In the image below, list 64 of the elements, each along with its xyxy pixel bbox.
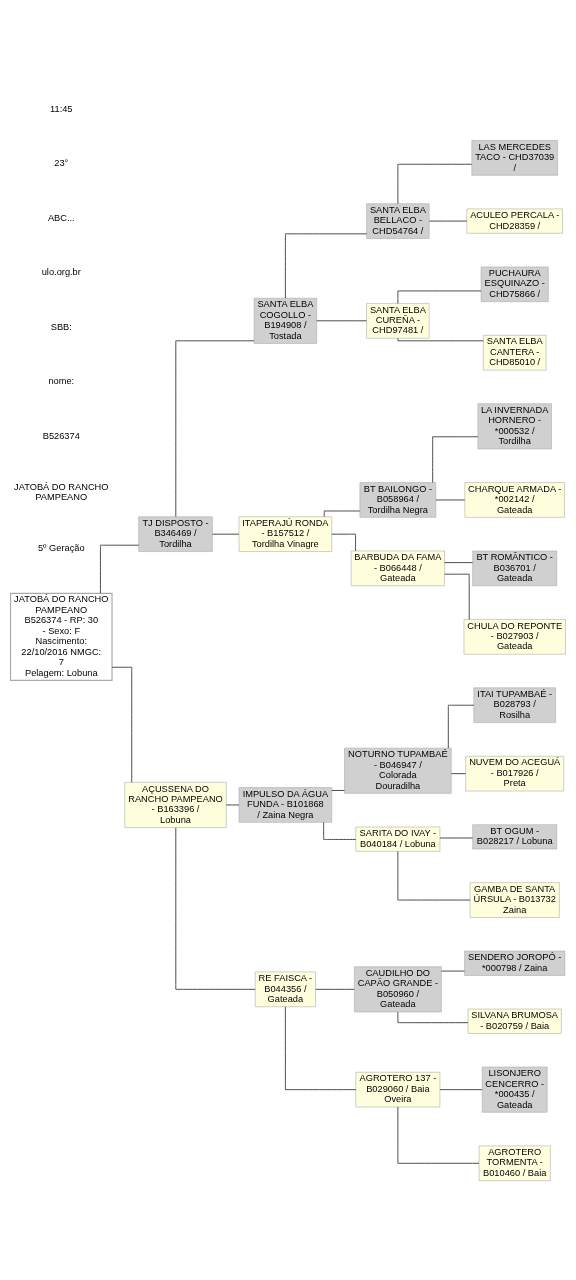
node-box: RE FAISCA - B044356 / Gateada bbox=[254, 971, 316, 1008]
connector bbox=[211, 533, 240, 535]
node-box: SILVANA BRUMOSA - B020759 / Baia bbox=[467, 1008, 562, 1034]
node-box: NUVEM DO ACEGUÁ - B017926 / Preta bbox=[465, 755, 564, 792]
connector bbox=[331, 790, 345, 791]
connector bbox=[111, 666, 133, 783]
connector bbox=[444, 562, 474, 564]
label: JATOBÁ DO RANCHO PAMPEANO bbox=[14, 482, 109, 503]
connector bbox=[397, 1011, 469, 1024]
node-box: AÇUSSENA DO RANCHO PAMPEANO - B163396 / Lobuna bbox=[124, 782, 227, 828]
connector bbox=[100, 544, 140, 594]
connector bbox=[444, 573, 470, 620]
label: 11:45 bbox=[50, 103, 73, 114]
node-box: BT OGUM - B028217 / Lobuna bbox=[472, 824, 558, 850]
connector bbox=[432, 436, 479, 483]
label: 23° bbox=[54, 158, 69, 169]
node-box: SANTA ELBA BELLACO - CHD54764 / bbox=[366, 203, 430, 239]
connector bbox=[397, 163, 473, 204]
label: nome: bbox=[48, 376, 75, 387]
node-box: ITAPERAJÚ RONDA - B157512 / Tordilha Vinagre bbox=[238, 516, 333, 552]
connector bbox=[331, 533, 356, 552]
node-box: NOTURNO TUPAMBAÉ - B046947 / Colorada Douradilha bbox=[344, 747, 452, 794]
node-box: BARBUDA DA FAMA - B066448 / Gateada bbox=[350, 550, 445, 587]
label: SBB: bbox=[50, 321, 72, 332]
connector bbox=[323, 510, 361, 518]
node-box: ITAI TUPAMBAÉ - B028793 / Rosilha bbox=[473, 687, 556, 723]
node-box: BT ROMÂNTICO - B036701 / Gateada bbox=[472, 550, 558, 587]
node-box: ACULEO PERCALA - CHD28359 / bbox=[466, 208, 563, 234]
node-box: LA INVERNADA HORNERO - *000532 / Tordilha bbox=[477, 403, 552, 450]
node-box: CAUDILHO DO CAPÃO GRANDE - B050960 / Gateada bbox=[354, 966, 442, 1013]
node-box: CHARQUE ARMADA - *002142 / Gateada bbox=[464, 482, 565, 518]
connector bbox=[397, 337, 484, 342]
node-box: SARITA DO IVAY - B040184 / Lobuna bbox=[355, 826, 441, 852]
node-box: JATOBÁ DO RANCHO PAMPEANO B526374 - RP: 30 - Sexo: F Nascimento: 22/10/2016 NMGC: 7 Pelagem: Lobuna bbox=[10, 592, 113, 681]
connector bbox=[397, 851, 471, 901]
connector bbox=[175, 340, 255, 518]
node-box: TJ DISPOSTO - B346469 / Tordilha bbox=[138, 516, 213, 552]
connector bbox=[284, 1006, 357, 1091]
connector bbox=[447, 704, 475, 749]
node-box: SANTA ELBA CUREÑA - CHD97481 / bbox=[366, 303, 430, 339]
node-box: AGROTERO 137 - B029060 / Baia Oveira bbox=[355, 1071, 441, 1108]
node-box: PUCHAURA ESQUINAZO - CHD75866 / bbox=[480, 266, 549, 302]
label: B526374 bbox=[42, 430, 80, 441]
node-box: LAS MERCEDES TACO - CHD37039 / bbox=[471, 140, 558, 176]
node-box: IMPULSO DA ÁGUA FUNDA - B101868 / Zaina Negra bbox=[238, 787, 333, 823]
connector bbox=[397, 1106, 480, 1164]
connector bbox=[323, 821, 357, 840]
node-box: GAMBA DE SANTA ÚRSULA - B013732 Zaina bbox=[469, 882, 560, 918]
connector bbox=[450, 773, 466, 775]
node-box: BT BAILONGO - B058964 / Tordilha Negra bbox=[359, 482, 437, 518]
label: 5º Geração bbox=[37, 543, 85, 554]
node-box: SENDERO JOROPÓ - *000798 / Zaina bbox=[464, 950, 566, 976]
connector bbox=[175, 827, 256, 990]
connector bbox=[316, 320, 367, 322]
label: ABC... bbox=[47, 212, 75, 223]
connector bbox=[439, 1089, 483, 1091]
node-box: SANTA ELBA CANTERA - CHD85010 / bbox=[483, 335, 547, 371]
node-box: CHULA DO REPONTE - B027903 / Gateada bbox=[463, 619, 566, 655]
node-box: SANTA ELBA COGOLLO - B194908 / Tostada bbox=[253, 297, 317, 344]
node-box: LISONJERO CENCERRO - *000435 / Gateada bbox=[481, 1066, 548, 1113]
node-box: AGROTERO TORMENTA - B010460 / Baia bbox=[478, 1145, 551, 1181]
label: ulo.org.br bbox=[41, 267, 81, 278]
connector bbox=[284, 233, 367, 299]
connector bbox=[315, 988, 355, 990]
